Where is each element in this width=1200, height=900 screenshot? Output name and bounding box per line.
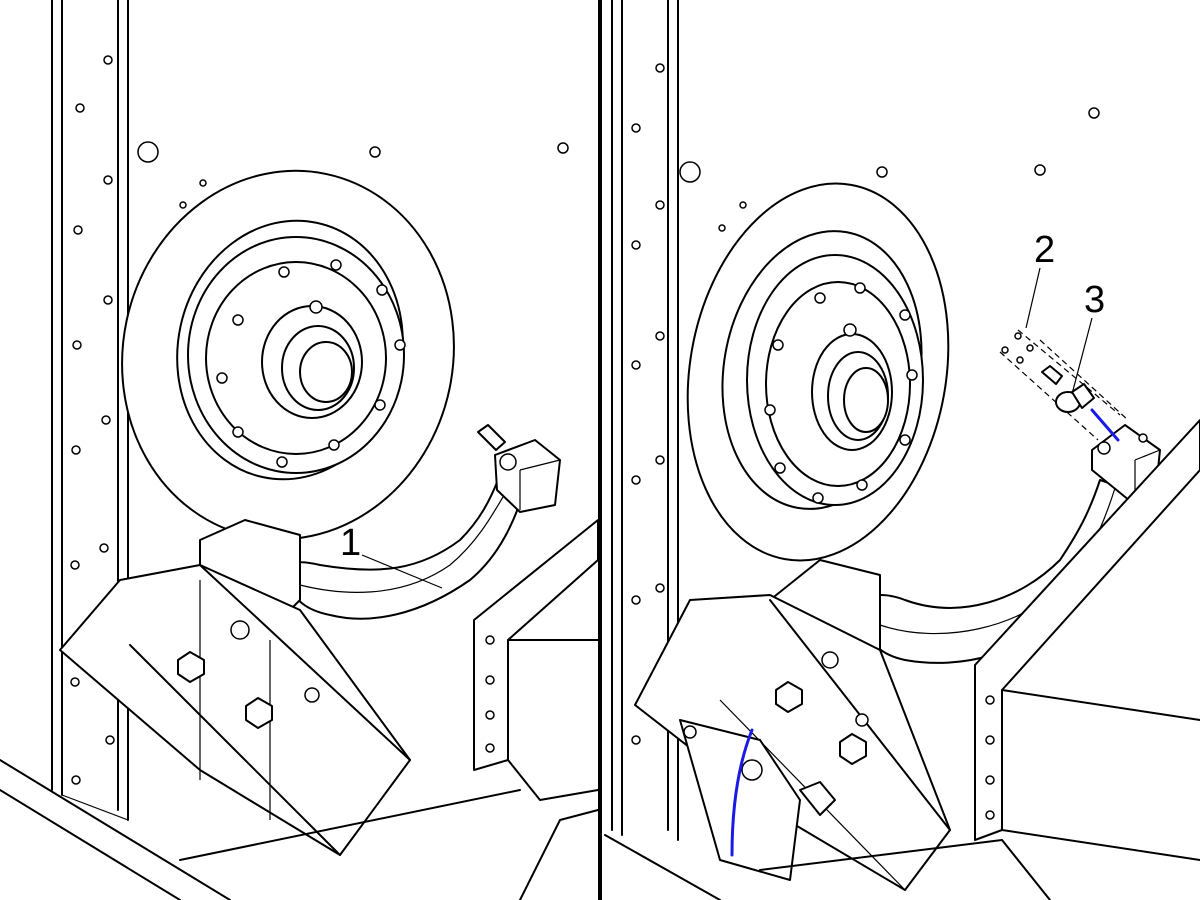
left-rotor-disc — [121, 169, 455, 541]
left-side-bracket — [473, 519, 599, 900]
callout-1-label: 1 — [340, 522, 361, 564]
right-rail-holes — [631, 63, 667, 745]
right-housing — [634, 559, 951, 891]
blue-cable — [730, 728, 754, 857]
left-housing — [59, 519, 411, 856]
callout-1-leader — [361, 554, 443, 589]
callout-2-label: 2 — [1034, 229, 1055, 271]
right-bottom-frame — [604, 834, 1003, 900]
right-rotor-disc — [686, 182, 950, 562]
right-side-bracket — [974, 419, 1200, 900]
callout-2-leader — [1025, 267, 1041, 329]
callout-3-label: 3 — [1084, 279, 1105, 321]
left-bottom-frame — [0, 759, 521, 900]
sensor-assembly-exploded — [999, 329, 1129, 442]
right-panel: 2 3 — [604, 0, 1200, 900]
left-hose — [283, 424, 561, 620]
left-plate-holes — [137, 141, 569, 209]
callout-3-leader — [1071, 317, 1093, 395]
left-panel: 1 — [0, 0, 599, 900]
right-plate-holes — [679, 107, 1100, 232]
